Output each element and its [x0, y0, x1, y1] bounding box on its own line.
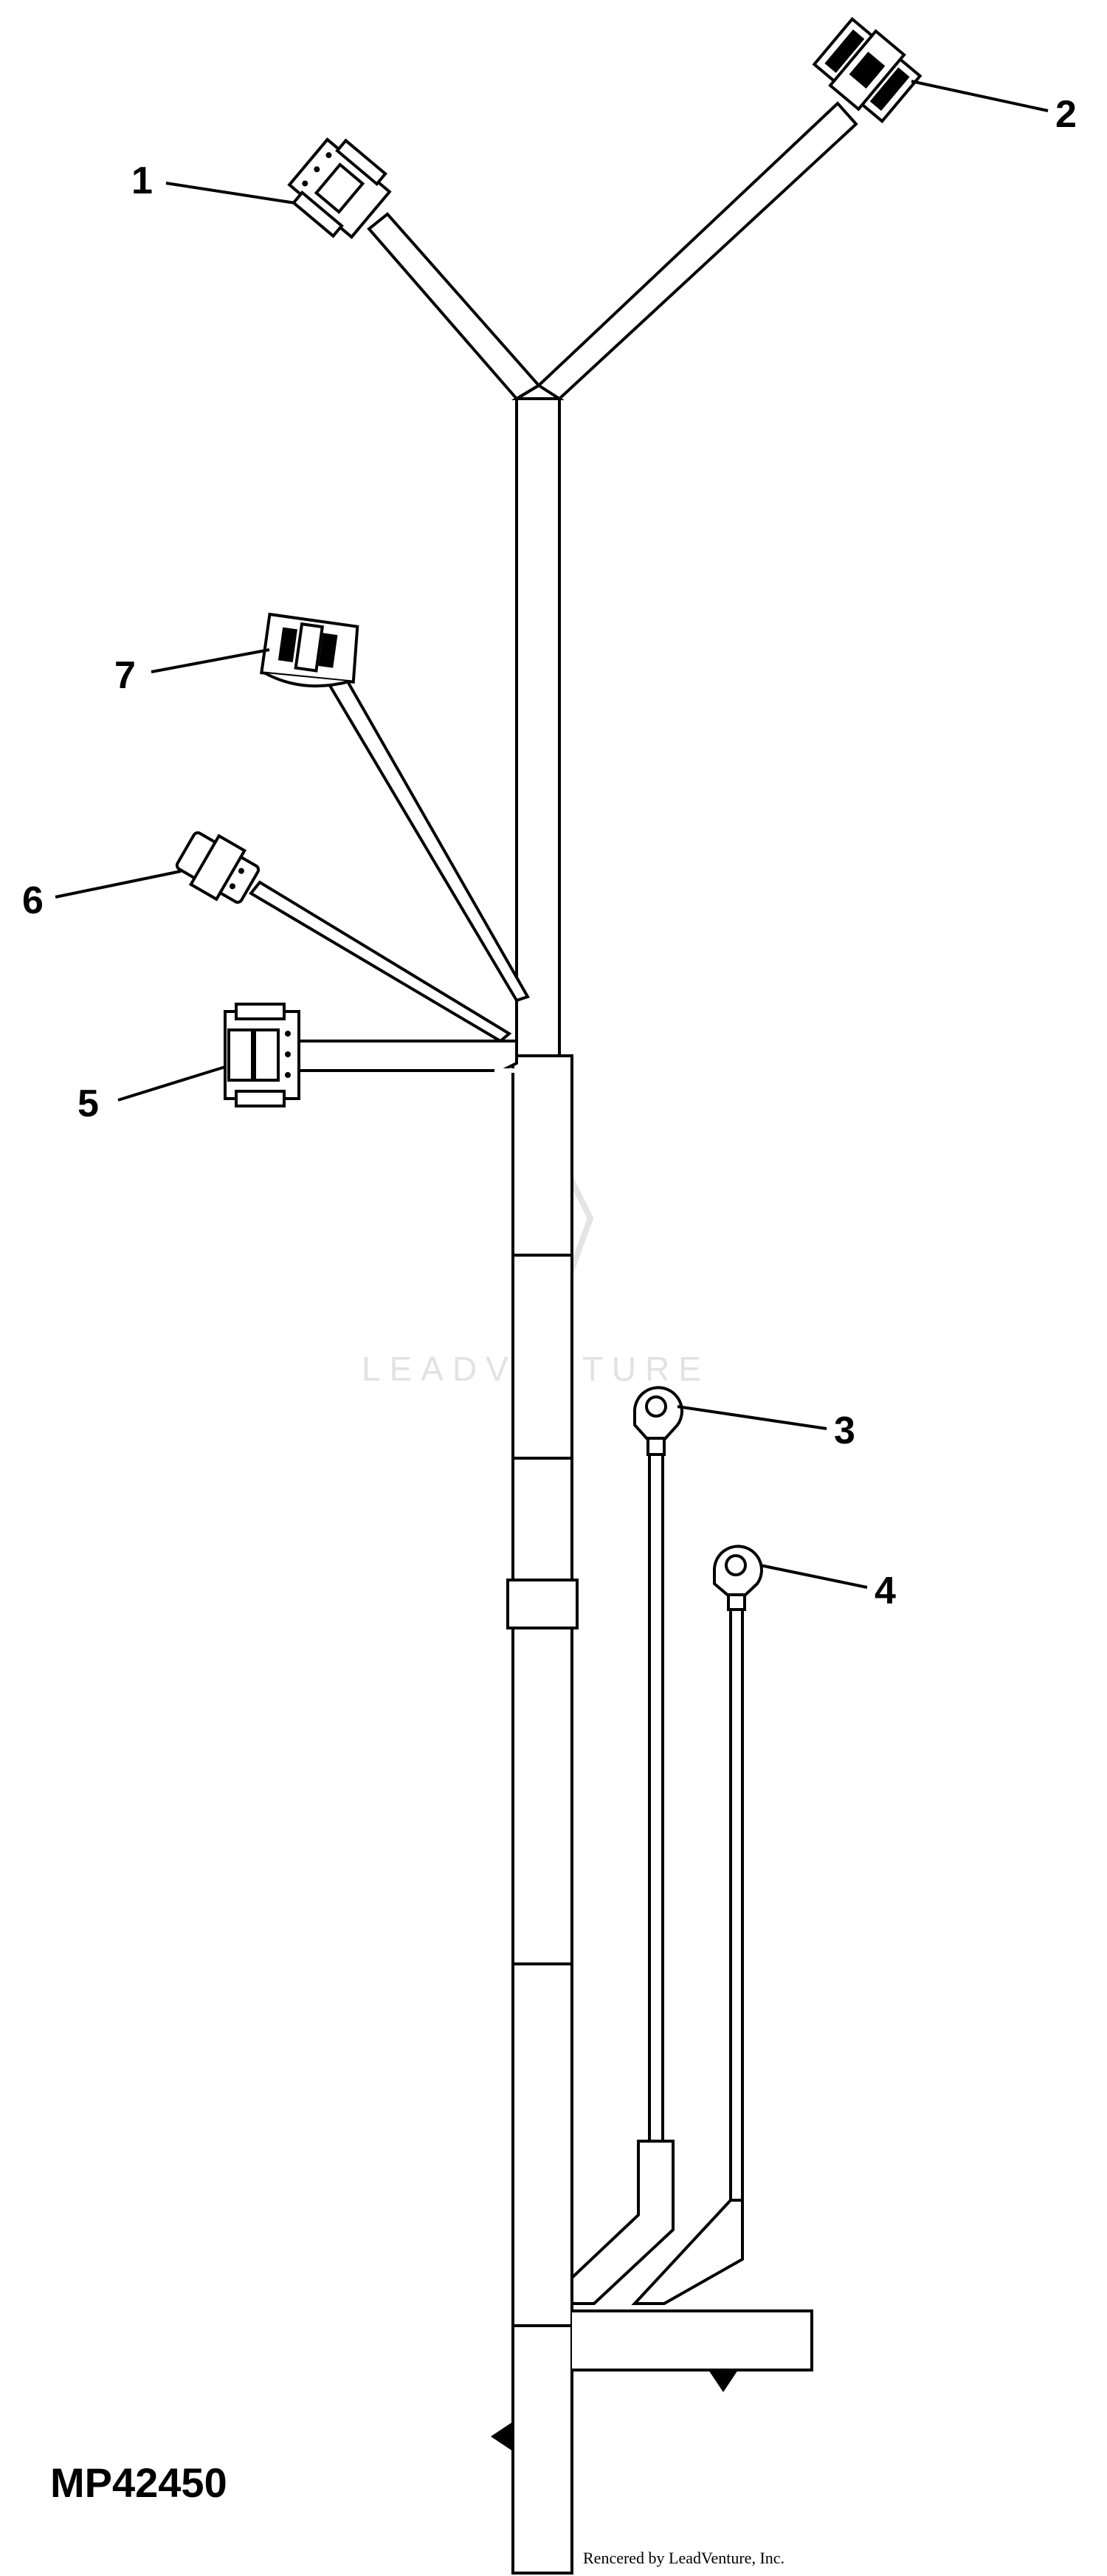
connector-2 — [812, 16, 922, 124]
harness-trunk — [491, 397, 813, 2575]
render-credit: Rencered by LeadVenture, Inc. — [583, 2549, 784, 2567]
side-branches — [248, 659, 530, 1073]
y-branches — [367, 101, 858, 401]
callout-4: 4 — [875, 1570, 896, 1612]
ground-wires — [570, 1447, 744, 2305]
connector-1 — [287, 137, 392, 239]
leader-lines — [55, 80, 1049, 1589]
connector-6 — [175, 831, 261, 904]
callout-1: 1 — [131, 159, 153, 202]
callout-6: 6 — [22, 879, 44, 922]
connector-5 — [224, 1003, 300, 1107]
callout-5: 5 — [77, 1082, 99, 1125]
connector-7 — [260, 612, 359, 688]
callout-7: 7 — [114, 654, 136, 697]
callout-3: 3 — [834, 1409, 855, 1452]
ring-terminal-4 — [713, 1545, 763, 1611]
figure-id: MP42450 — [50, 2459, 227, 2506]
ring-terminal-3 — [633, 1386, 683, 1456]
callout-2: 2 — [1055, 93, 1077, 136]
